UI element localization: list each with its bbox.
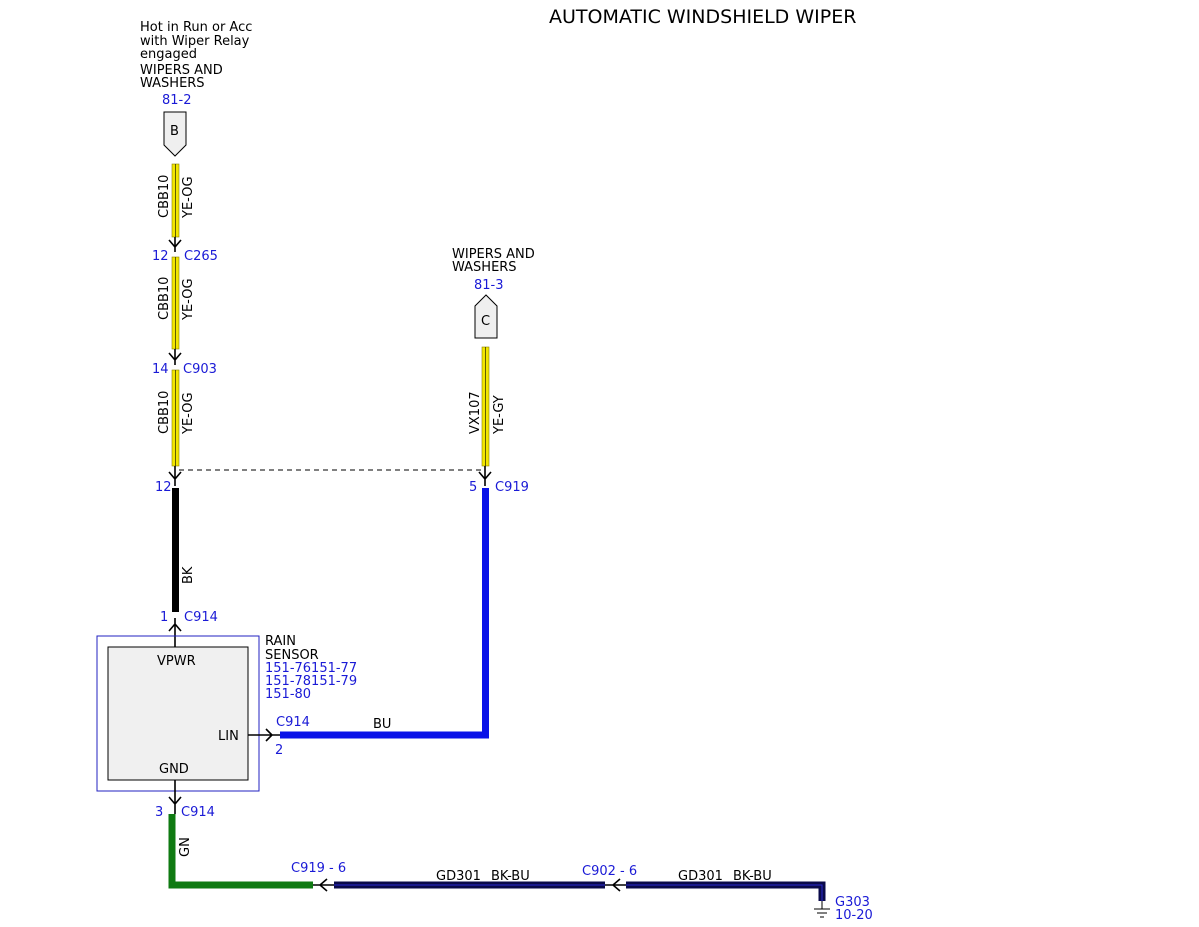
connector-c914-pin2: 2: [275, 743, 283, 758]
wire-cbb10-seg2-circuit: CBB10: [157, 277, 172, 320]
wire-cbb10-seg1-color: YE-OG: [181, 176, 196, 219]
source-b-page-ref[interactable]: 81-2: [162, 93, 192, 108]
rain-sensor-ref-line-3[interactable]: 151-80: [265, 687, 311, 702]
connector-c914-pin2-arrow: [248, 728, 280, 742]
wire-cbb10-seg1-circuit: CBB10: [157, 175, 172, 218]
source-b-note-line-2: with Wiper Relay: [140, 34, 250, 49]
wire-cbb10-seg1[interactable]: [171, 163, 180, 238]
connector-c919-6-name[interactable]: C919 - 6: [291, 861, 346, 876]
rain-sensor-outline[interactable]: [96, 635, 260, 792]
connector-c903-pin: 14: [152, 362, 169, 377]
connector-c919-name[interactable]: C919: [495, 480, 529, 495]
source-c-page-ref[interactable]: 81-3: [474, 278, 504, 293]
connector-c265-pin: 12: [152, 249, 169, 264]
connector-c914-pin3-arrow: [168, 780, 182, 814]
wire-cbb10-seg3-color: YE-OG: [181, 392, 196, 435]
wire-gd301-seg2-color: BK-BU: [733, 869, 772, 884]
connector-c914-pin1-arrow: [168, 618, 182, 647]
wire-bu[interactable]: [280, 488, 489, 739]
source-c-system-line-2: WASHERS: [452, 260, 517, 275]
wire-gd301-seg2-circuit: GD301: [678, 869, 723, 884]
connector-c919-pin: 5: [469, 480, 477, 495]
wire-bk-color: BK: [181, 566, 196, 584]
connector-c919-arrow: [478, 466, 492, 486]
rain-sensor-pin-gnd: GND: [159, 762, 189, 777]
wire-gn-color: GN: [178, 837, 193, 857]
wire-gd301-seg1-circuit: GD301: [436, 869, 481, 884]
wire-vx107[interactable]: [481, 346, 490, 467]
connector-c902-6-arrow: [605, 878, 626, 892]
connector-c914-pin1: 1: [160, 610, 168, 625]
wire-gd301-seg1-color: BK-BU: [491, 869, 530, 884]
connector-c914-pin3-name[interactable]: C914: [181, 805, 215, 820]
connector-c903-name[interactable]: C903: [183, 362, 217, 377]
diagram-title: AUTOMATIC WINDSHIELD WIPER: [549, 6, 856, 28]
wire-cbb10-seg3-circuit: CBB10: [157, 391, 172, 434]
wire-gd301-seg2[interactable]: [626, 881, 826, 901]
rain-sensor-ref-line-1[interactable]: 151-76151-77: [265, 661, 357, 676]
ground-name[interactable]: G303: [835, 895, 870, 910]
source-c-letter: C: [481, 314, 490, 329]
connector-c902-6-name[interactable]: C902 - 6: [582, 864, 637, 879]
source-b-letter: B: [170, 124, 179, 139]
connector-c914-pin1-name[interactable]: C914: [184, 610, 218, 625]
source-b-system-line-2: WASHERS: [140, 76, 205, 91]
ground-page-ref[interactable]: 10-20: [835, 908, 873, 923]
rain-sensor-name-line-2: SENSOR: [265, 648, 319, 663]
wire-gd301-seg2-stripe: [626, 884, 823, 901]
wire-cbb10-seg3[interactable]: [171, 369, 180, 467]
rain-sensor-ref-line-2[interactable]: 151-78151-79: [265, 674, 357, 689]
source-b-note-line-1: Hot in Run or Acc: [140, 20, 252, 35]
source-b-system-line-1: WIPERS AND: [140, 63, 223, 78]
rain-sensor-pin-lin: LIN: [218, 729, 239, 744]
connector-c914-pin3: 3: [155, 805, 163, 820]
wire-gn[interactable]: [168, 814, 313, 889]
wire-cbb10-seg2[interactable]: [171, 256, 180, 350]
connector-c914-pin2-name[interactable]: C914: [276, 715, 310, 730]
rain-sensor-name-line-1: RAIN: [265, 634, 296, 649]
connector-c903-arrow: [168, 349, 182, 365]
wire-vx107-color: YE-GY: [492, 395, 507, 435]
wire-cbb10-seg2-color: YE-OG: [181, 278, 196, 321]
wire-bu-color: BU: [373, 717, 391, 732]
connector-c919-6-arrow: [313, 878, 334, 892]
rain-sensor-pin-vpwr: VPWR: [157, 654, 196, 669]
connector-c265-name[interactable]: C265: [184, 249, 218, 264]
connector-c265-arrow: [168, 237, 182, 252]
ground-symbol-icon: [814, 901, 830, 918]
splice-left-pin: 12: [155, 480, 172, 495]
splice-left-arrow: [168, 466, 182, 486]
source-b-note-line-3: engaged: [140, 47, 197, 62]
source-b-connector-tag[interactable]: [163, 111, 187, 157]
wire-vx107-circuit: VX107: [468, 391, 483, 434]
rain-sensor-body: [107, 646, 249, 781]
source-c-system-line-1: WIPERS AND: [452, 247, 535, 262]
source-c-connector-tag[interactable]: [474, 294, 498, 339]
